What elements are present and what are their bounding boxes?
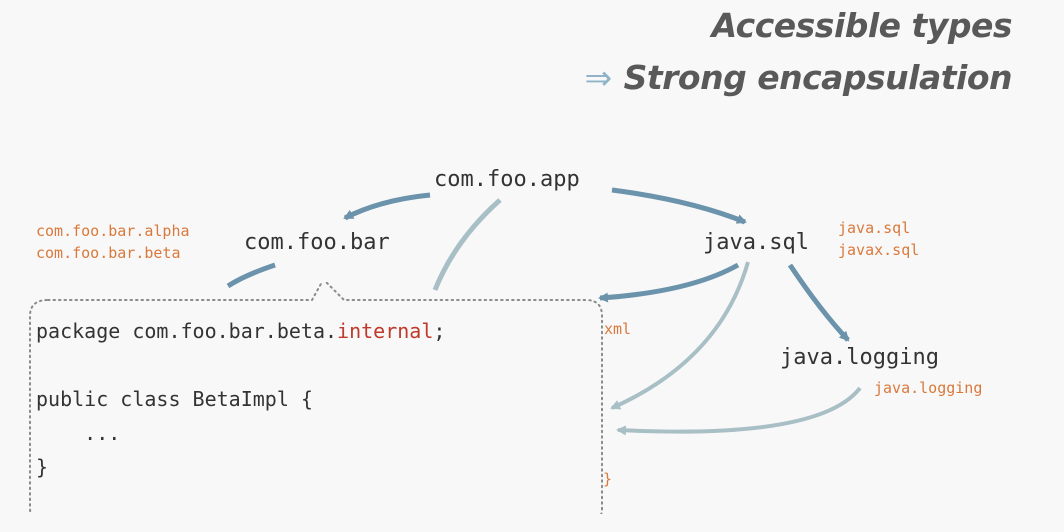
code-line-package: package com.foo.bar.beta.internal; bbox=[36, 319, 446, 343]
arrow-app-to-sql bbox=[611, 187, 747, 225]
brace-clipped: } bbox=[603, 470, 613, 488]
title-strong-encapsulation: ⇒ Strong encapsulation bbox=[584, 58, 1012, 97]
package-javax-sql: javax.sql bbox=[838, 241, 920, 259]
arrow-app-down-light bbox=[432, 198, 502, 291]
arrow-logging-to-base bbox=[616, 386, 862, 436]
package-java-logging: java.logging bbox=[874, 379, 983, 397]
keyword-internal: internal bbox=[337, 319, 434, 343]
package-beta: com.foo.bar.beta bbox=[36, 244, 181, 262]
arrow-sql-to-base bbox=[610, 261, 750, 410]
code-callout-bubble bbox=[29, 282, 603, 514]
arrow-sql-to-xml bbox=[598, 262, 740, 303]
packages-java-sql: java.sql javax.sql bbox=[838, 217, 919, 261]
module-java-logging: java.logging bbox=[780, 345, 939, 370]
module-com-foo-bar: com.foo.bar bbox=[244, 230, 390, 255]
module-java-sql: java.sql bbox=[703, 230, 809, 255]
code-line-close: } bbox=[36, 455, 49, 479]
packages-com-foo-bar: com.foo.bar.alpha com.foo.bar.beta bbox=[36, 220, 190, 264]
packages-java-logging: java.logging bbox=[874, 377, 982, 399]
arrow-app-to-bar bbox=[343, 192, 431, 221]
package-alpha: com.foo.bar.alpha bbox=[36, 222, 190, 240]
arrow-bar-down bbox=[226, 262, 276, 289]
module-com-foo-app: com.foo.app bbox=[434, 167, 580, 192]
title-accessible-types: Accessible types bbox=[711, 6, 1013, 45]
package-java-sql: java.sql bbox=[838, 219, 911, 237]
title-line2-text: Strong encapsulation bbox=[623, 58, 1013, 97]
code-snippet: package com.foo.bar.beta.internal; publi… bbox=[36, 314, 445, 484]
package-xml-clipped: xml bbox=[604, 320, 632, 338]
implies-icon: ⇒ bbox=[584, 58, 612, 97]
arrow-sql-to-logging bbox=[787, 263, 850, 342]
code-line-class: public class BetaImpl { bbox=[36, 387, 313, 411]
code-line-body: ... bbox=[36, 421, 121, 445]
